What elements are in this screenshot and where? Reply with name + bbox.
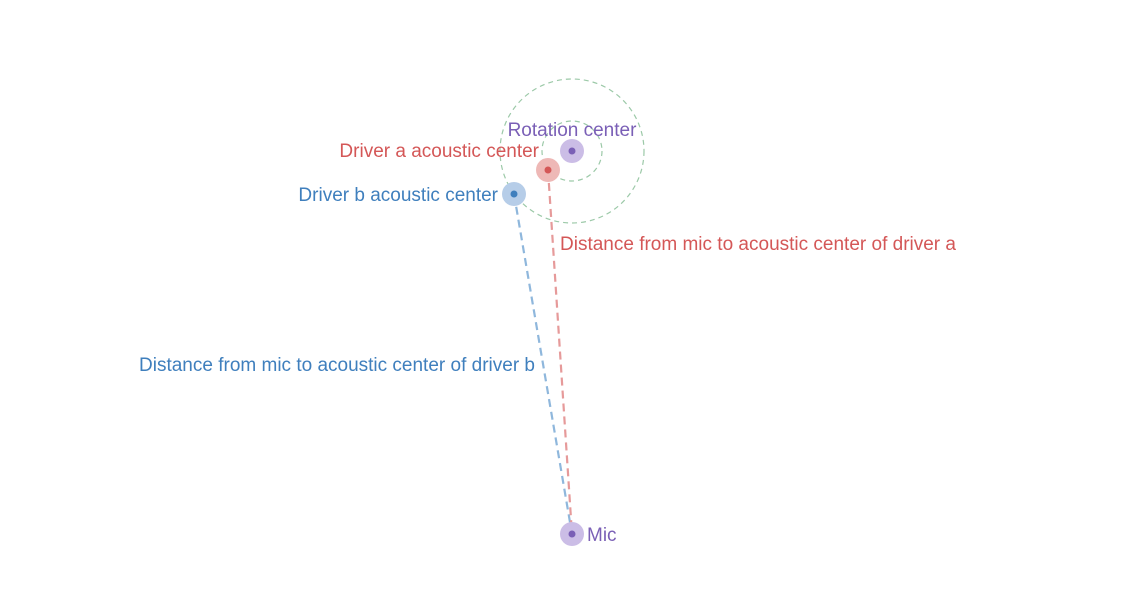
driver-b-label: Driver b acoustic center: [298, 185, 498, 206]
distance-driver-a-label: Distance from mic to acoustic center of …: [560, 234, 956, 255]
distance-line-driver-a: [546, 169, 574, 535]
driver-a-label: Driver a acoustic center: [339, 141, 539, 162]
mic-label: Mic: [587, 525, 617, 546]
driver-a-point: [536, 158, 560, 182]
distance-line-driver-b: [512, 193, 574, 535]
mic-point: [560, 522, 584, 546]
rotation-center-point: [560, 139, 584, 163]
driver-b-point: [502, 182, 526, 206]
outer-guide-circle: [499, 78, 645, 224]
inner-guide-circle: [541, 120, 603, 182]
rotation-center-label: Rotation center: [508, 120, 638, 141]
distance-driver-b-label: Distance from mic to acoustic center of …: [139, 355, 535, 376]
